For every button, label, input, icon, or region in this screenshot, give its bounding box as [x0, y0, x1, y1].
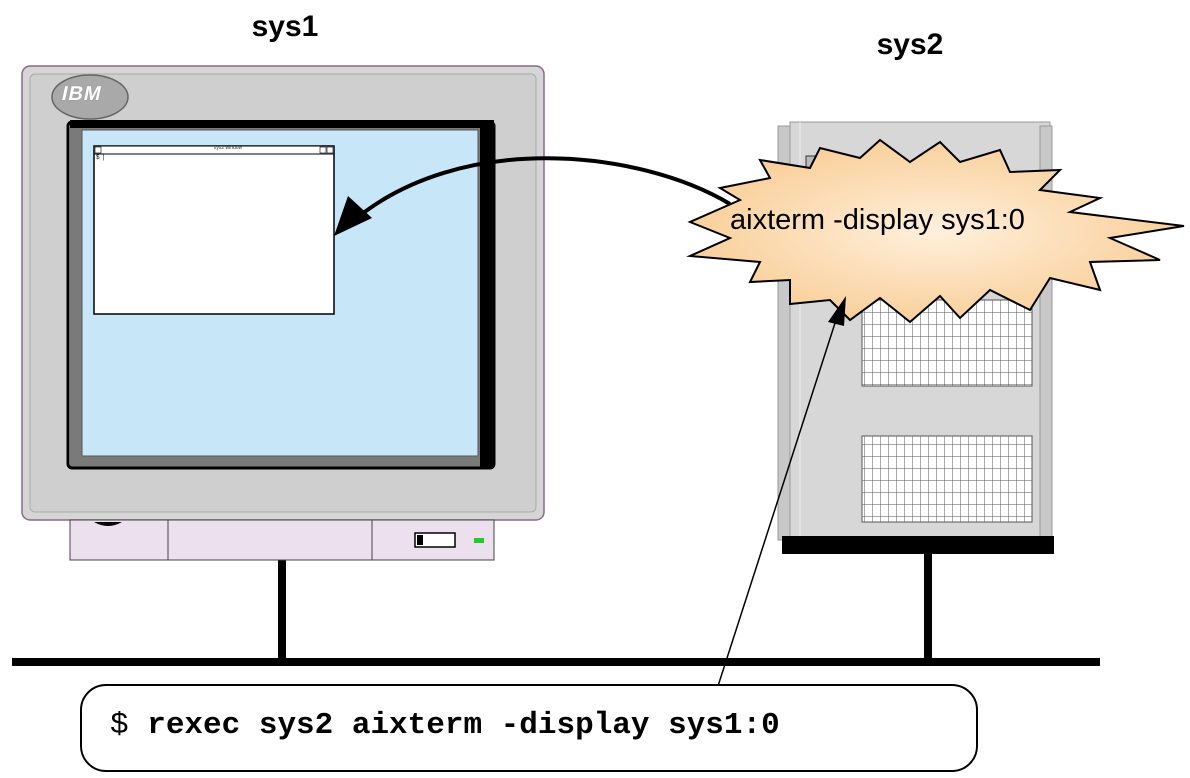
ibm-badge: [51, 74, 129, 120]
command-text: rexec sys2 aixterm -display sys1:0: [147, 708, 780, 743]
command-pointer: [717, 319, 837, 687]
command-pointer-head: [828, 296, 846, 326]
tower-base: [782, 536, 1054, 554]
sys2-window-title: sys2 window: [213, 145, 243, 151]
command-bubble: [686, 138, 1185, 324]
sys2-window: [93, 145, 335, 315]
command-line: $ rexec sys2 aixterm -display sys1:0: [110, 708, 780, 743]
tower-grille-upper: [861, 299, 1033, 387]
command-box: [80, 684, 978, 772]
sys1-monitor: [21, 65, 545, 561]
sys2-window-prompt: $ ▏: [96, 154, 107, 161]
ibm-logo: IBM: [59, 83, 105, 105]
command-prompt: $: [110, 708, 148, 743]
power-led: [474, 538, 484, 543]
sys2-label: sys2: [876, 28, 944, 61]
display-arrow: [350, 156, 732, 224]
bubble-command-text: aixterm -display sys1:0: [730, 204, 1025, 236]
display-arrowhead: [334, 196, 372, 236]
tower-grille-lower: [861, 435, 1033, 523]
sys1-label: sys1: [251, 10, 319, 43]
power-switch: [414, 532, 456, 548]
